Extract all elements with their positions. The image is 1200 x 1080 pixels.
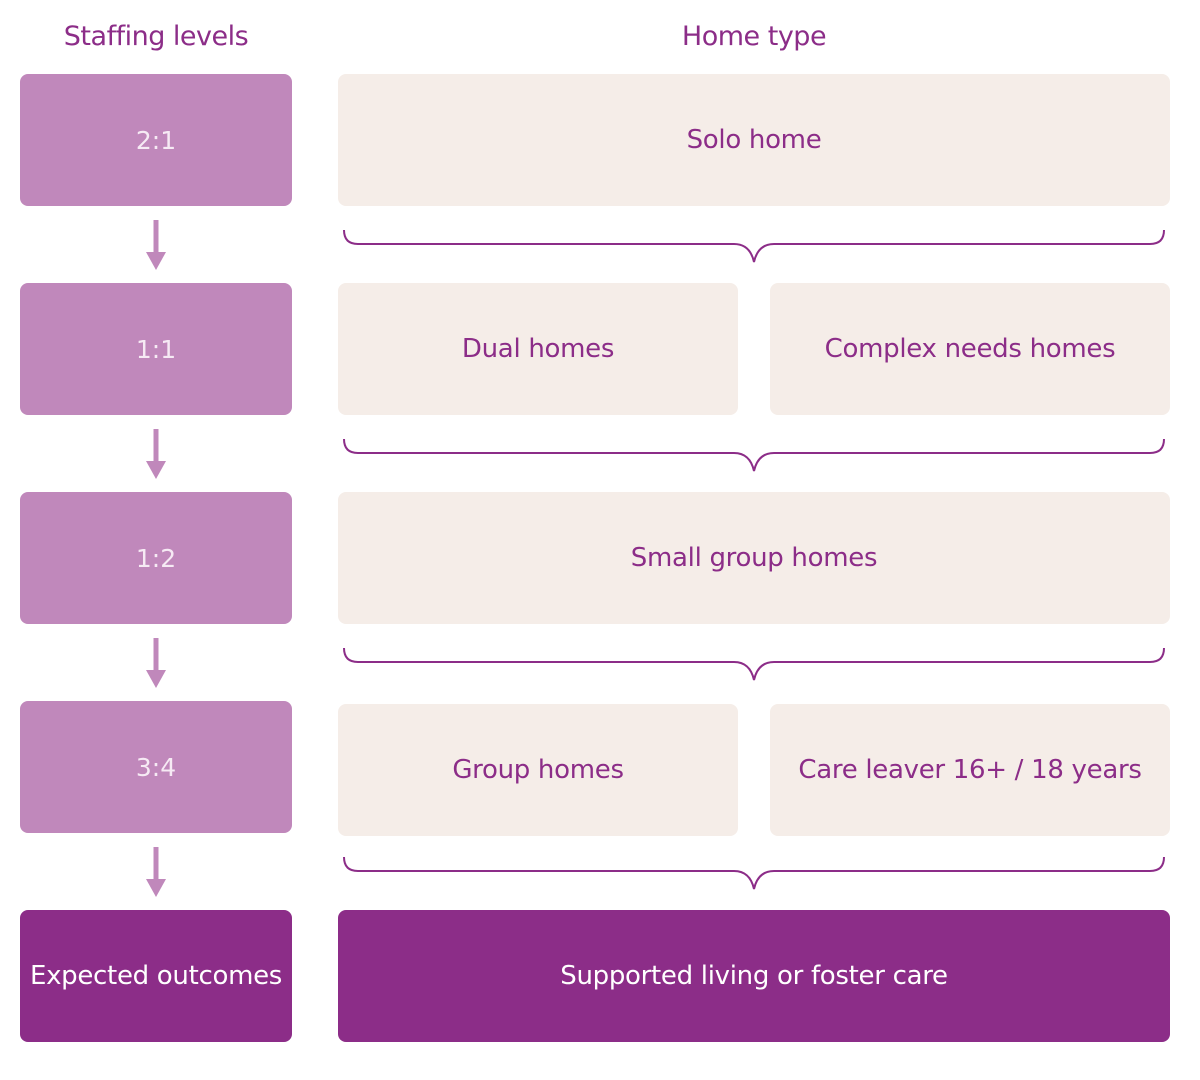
staffing-level-2-1: 2:1 — [20, 74, 292, 206]
curly-brace-icon — [343, 229, 1165, 263]
home-type-header: Home type — [681, 20, 827, 52]
curly-brace-icon — [343, 438, 1165, 472]
staffing-level-1-1: 1:1 — [20, 283, 292, 415]
down-arrow-icon — [146, 429, 166, 479]
supported-living-box: Supported living or foster care — [338, 910, 1170, 1042]
staffing-level-1-2: 1:2 — [20, 492, 292, 624]
curly-brace-icon — [343, 647, 1165, 681]
down-arrow-icon — [146, 220, 166, 270]
expected-outcomes-box: Expected outcomes — [20, 910, 292, 1042]
down-arrow-icon — [146, 638, 166, 688]
staffing-level-3-4: 3:4 — [20, 701, 292, 833]
staffing-levels-header: Staffing levels — [63, 20, 249, 52]
care-leaver-box: Care leaver 16+ / 18 years — [770, 704, 1170, 836]
down-arrow-icon — [146, 847, 166, 897]
small-group-homes-box: Small group homes — [338, 492, 1170, 624]
complex-needs-homes-box: Complex needs homes — [770, 283, 1170, 415]
group-homes-box: Group homes — [338, 704, 738, 836]
solo-home-box: Solo home — [338, 74, 1170, 206]
dual-homes-box: Dual homes — [338, 283, 738, 415]
curly-brace-icon — [343, 856, 1165, 890]
